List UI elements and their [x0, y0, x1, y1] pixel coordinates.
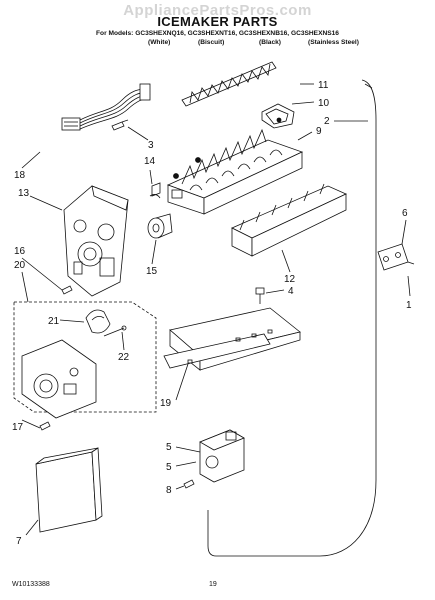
document-number: W10133388 [12, 581, 50, 588]
callout-14: 14 [144, 156, 156, 167]
diagram-title: ICEMAKER PARTS [157, 14, 278, 29]
part-21-motor [85, 309, 111, 334]
callout-8: 8 [166, 485, 172, 496]
callout-17: 17 [12, 422, 24, 433]
part-9-ice-mold [166, 128, 304, 215]
page-number: 19 [209, 581, 217, 588]
part-13-housing [63, 185, 129, 297]
callout-4: 4 [288, 286, 294, 297]
part-11-stripper [181, 61, 277, 107]
motor-plate [21, 339, 97, 419]
part-6-clamp [377, 243, 415, 271]
leader-lines [21, 83, 411, 536]
part-14-clip [149, 182, 161, 199]
part-5-water-valve [199, 429, 245, 483]
callout-numbers: 11 10 2 9 3 14 18 13 6 15 12 1 4 16 20 2… [12, 80, 412, 547]
models-line: For Models: GC3SHEXNQ16, GC3SHEXNT16, GC… [96, 30, 339, 37]
callout-13: 13 [18, 188, 30, 199]
callout-22: 22 [118, 352, 130, 363]
part-12-shield [231, 183, 347, 257]
callout-19: 19 [160, 398, 172, 409]
part-3-screw [111, 119, 129, 131]
callout-2: 2 [324, 116, 330, 127]
part-8-screw [183, 479, 195, 489]
callout-5: 5 [166, 442, 172, 453]
callout-18: 18 [14, 170, 26, 181]
color-label-biscuit: (Biscuit) [198, 39, 225, 46]
part-4-screw [255, 287, 265, 304]
part-17-screw [39, 421, 51, 431]
callout-16: 16 [14, 246, 26, 257]
motor-subassembly-box [13, 301, 157, 413]
watermark: AppliancePartsPros.com [123, 2, 312, 19]
part-19-bracket [163, 307, 301, 371]
color-label-stainless: (Stainless Steel) [308, 39, 359, 46]
part-16-screw [61, 285, 73, 295]
part-18-wire-harness [61, 83, 151, 131]
callout-21: 21 [48, 316, 60, 327]
callout-5b: 5 [166, 462, 172, 473]
part-22-switch [103, 325, 127, 337]
part-10-cover [261, 103, 295, 129]
callout-10: 10 [318, 98, 330, 109]
part-7-cover [35, 447, 103, 533]
part-2-fill-tube [207, 79, 377, 557]
part-15-coupler [147, 213, 173, 239]
color-label-black: (Black) [259, 39, 281, 46]
callout-11: 11 [318, 80, 329, 91]
callout-3: 3 [148, 140, 154, 151]
callout-15: 15 [146, 266, 158, 277]
callout-20: 20 [14, 260, 26, 271]
callout-9: 9 [316, 126, 322, 137]
callout-12: 12 [284, 274, 296, 285]
callout-1: 1 [406, 300, 412, 311]
callout-7: 7 [16, 536, 22, 547]
callout-6: 6 [402, 208, 408, 219]
color-label-white: (White) [148, 39, 171, 46]
